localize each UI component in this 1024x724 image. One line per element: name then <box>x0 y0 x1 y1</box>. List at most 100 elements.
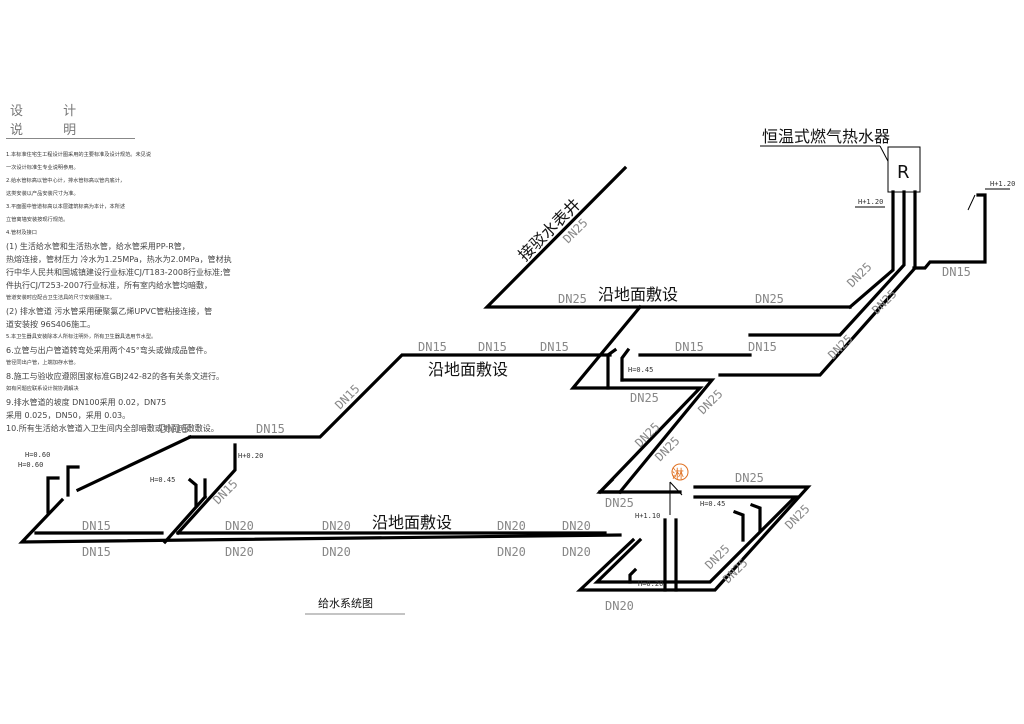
branch-riser-b <box>175 443 237 536</box>
water-heater: 恒温式燃气热水器 R <box>760 127 921 193</box>
floor-laying-label-mid: 沿地面敷设 <box>428 360 508 379</box>
pipe-size-label: DN20 <box>225 519 254 533</box>
bath-loop-outer <box>575 485 812 592</box>
diagram-caption: 给水系统图 <box>318 597 373 610</box>
bathroom-branch: 淋 DN25 DN25 DN25 DN25 DN25 DN20 H+1.10 H… <box>575 463 813 613</box>
heater-label: 恒温式燃气热水器 <box>762 127 890 146</box>
mid-dn15-pipe <box>188 353 612 439</box>
note-line: (1) 生活给水管和生活热水管，给水管采用PP-R管， <box>6 242 190 251</box>
note-line: 9.排水管道的坡度 DN100采用 0.02，DN75 <box>6 398 167 407</box>
pipe-size-label: DN15 <box>942 265 971 279</box>
left-upper-diag <box>75 434 193 493</box>
middle-run: DN15 DN15 DN15 DN15 DN15 沿地面敷设 DN15 DN15… <box>75 340 777 493</box>
pipe-size-label: DN15 <box>675 340 704 354</box>
shower-icon <box>671 463 689 481</box>
pipe-size-label: DN20 <box>497 519 526 533</box>
elevation-label: H=0.20 <box>638 580 663 588</box>
pipe-size-label: DN20 <box>562 545 591 559</box>
pipe-size-label: DN15 <box>418 340 447 354</box>
pipe-size-label: DN25 <box>755 292 784 306</box>
shower-head <box>669 481 683 496</box>
sink-junction: H=0.45 DN25 DN25 DN25 DN25 <box>569 304 726 495</box>
note-line: 采用 0.025，DN50，采用 0.03。 <box>6 411 131 420</box>
pipe-size-label: DN15 <box>160 422 189 436</box>
notes-list: 1.本标准住宅生工程设计图采用的主要标准及设计规范。未见说一次设计标准生专业说明… <box>6 149 232 435</box>
pipe-size-label: DN15 <box>256 422 285 436</box>
note-line: 热熔连接，管材压力 冷水为1.25MPa，热水为2.0MPa，管材执 <box>6 255 232 264</box>
elevation-label: H=0.45 <box>628 366 653 374</box>
pipe-size-label: DN25 <box>735 471 764 485</box>
elevation-label: H=0.60 <box>18 461 43 469</box>
heater-riser-3 <box>718 190 917 377</box>
pipe-size-label: DN15 <box>82 519 111 533</box>
note-line: 4.管材及接口 <box>6 230 37 236</box>
pipe-size-label: DN25 <box>720 556 750 586</box>
floor-laying-label-top: 沿地面敷设 <box>598 285 678 304</box>
note-line: 3.平面图中管道标高以本层建筑标高为本计，本所述 <box>6 204 126 210</box>
bottom-run-outer <box>18 497 622 544</box>
junction-pipe-b <box>617 378 716 495</box>
note-line: 件执行CJ/T253-2007行业标准，所有室内给水管均暗敷， <box>6 281 213 290</box>
pipe-size-label: DN20 <box>562 519 591 533</box>
note-line: 6.立管与出户管道转弯处采用两个45°弯头或做成品管件。 <box>6 346 212 355</box>
elevation-label: H+1.20 <box>858 198 883 206</box>
pipe-size-label: DN20 <box>497 545 526 559</box>
heater-riser-1 <box>847 190 895 310</box>
heater-symbol: R <box>897 162 910 183</box>
pipe-size-label: DN25 <box>695 387 725 417</box>
note-line: (2) 排水管道 污水管采用硬聚氯乙烯UPVC管粘接连接，管 <box>6 307 213 316</box>
heater-dn15-branch <box>912 193 987 270</box>
elevation-label: H+1.20 <box>990 180 1015 188</box>
feed-pipe <box>483 165 852 309</box>
pipe-size-label: DN15 <box>82 545 111 559</box>
note-line: 1.本标准住宅生工程设计图采用的主要标准及设计规范。未见说 <box>6 152 152 158</box>
pipe-size-label: DN20 <box>322 545 351 559</box>
note-line: 8.施工与验收应遵照国家标准GBJ242-82的各有关条文进行。 <box>6 372 225 381</box>
shower-risers <box>663 518 678 592</box>
note-line: 立管离墙安装按现行规范。 <box>6 217 69 223</box>
junction-pipe-a <box>569 304 704 495</box>
note-line: 管道安装时应配合卫生洁具的尺寸安装图施工。 <box>6 295 115 301</box>
notes-title: 设 计 说 明 <box>6 100 135 139</box>
branch-riser-a <box>162 494 208 545</box>
floor-laying-label-bottom: 沿地面敷设 <box>372 513 452 532</box>
fixture-riser-b <box>620 347 631 382</box>
heater-box <box>887 146 921 193</box>
fixture-riser-a <box>606 347 618 390</box>
note-line: 5.本卫生器具安装除本人所标注明外，所有卫生器具选用节水型。 <box>6 334 157 340</box>
bottom-run: DN15 DN15 DN15 DN20 DN20 DN20 DN20 DN20 … <box>18 443 622 559</box>
pipe-size-label: DN20 <box>322 519 351 533</box>
wc-riser <box>628 567 638 584</box>
note-line: 道安装按 96S406施工。 <box>6 320 96 329</box>
branch-fixtures <box>187 477 207 507</box>
pipe-size-label: DN25 <box>630 391 659 405</box>
pipe-size-label: DN15 <box>478 340 507 354</box>
elevation-label: H=0.45 <box>700 500 725 508</box>
elevation-label: H=0.60 <box>25 451 50 459</box>
note-line: 2.给水管标高以管中心计，排水管标高以管内底计， <box>6 178 126 184</box>
pipe-size-label: DN20 <box>225 545 254 559</box>
pipe-size-label: DN25 <box>844 260 874 290</box>
bath-connector <box>596 477 622 494</box>
elevation-label: H+0.20 <box>238 452 263 460</box>
design-notes: 设 计 说 明 1.本标准住宅生工程设计图采用的主要标准及设计规范。未见说一次设… <box>6 100 232 435</box>
left-fixtures <box>46 465 80 514</box>
pipe-size-label: DN15 <box>748 340 777 354</box>
note-line: 管径同出户管，上端加存水管。 <box>6 360 79 366</box>
note-line: 如有问题应联系设计院协调解决 <box>6 386 79 392</box>
elevation-label: H=0.45 <box>150 476 175 484</box>
basin-risers <box>732 502 762 542</box>
main-feed-pipe: 接驳水表井 DN25 DN25 沿地面敷设 DN25 <box>483 165 852 309</box>
pipe-size-label: DN25 <box>605 496 634 510</box>
note-line: 一次设计标准生专业说明参用。 <box>6 165 79 171</box>
note-line: 行中华人民共和国城镇建设行业标准CJ/T183-2008行业标准;管 <box>6 268 231 277</box>
elevation-label: H+1.10 <box>635 512 660 520</box>
heater-riser-2 <box>748 190 906 337</box>
pipe-size-label: DN25 <box>558 292 587 306</box>
note-line: 10.所有生活给水管道入卫生间内全部暗敷或地面暗敷敷设。 <box>6 424 219 433</box>
note-line: 这类安装以产品安装尺寸为准。 <box>6 191 79 197</box>
pipe-size-label: DN15 <box>210 477 240 507</box>
shower-symbol: 淋 <box>672 467 684 481</box>
bath-loop-inner <box>593 495 799 584</box>
